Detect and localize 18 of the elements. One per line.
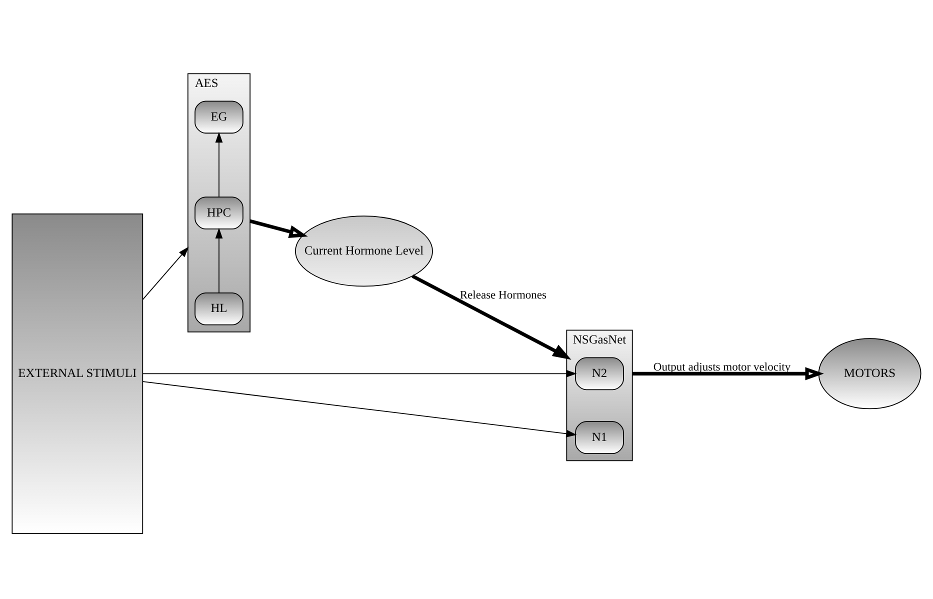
node-box: HPC <box>194 196 244 229</box>
arrow <box>250 218 308 238</box>
node-ellipse: MOTORS <box>818 338 922 409</box>
node-box: EG <box>194 100 244 134</box>
arrow <box>142 380 577 437</box>
arrow <box>215 227 223 293</box>
node-ellipse: Current Hormone Level <box>295 215 433 286</box>
node-box: N1 <box>575 420 624 454</box>
arrow <box>142 246 189 300</box>
edge-label: Output adjusts motor velocity <box>653 360 791 373</box>
arrow <box>142 369 577 377</box>
node-box: HL <box>194 292 244 325</box>
node-box: EXTERNAL STIMULI <box>12 212 144 534</box>
arrow <box>215 132 223 197</box>
arrow <box>412 274 572 360</box>
edge-label: Release Hormones <box>460 289 547 302</box>
node-box: N2 <box>575 356 624 390</box>
arrow <box>632 366 824 380</box>
